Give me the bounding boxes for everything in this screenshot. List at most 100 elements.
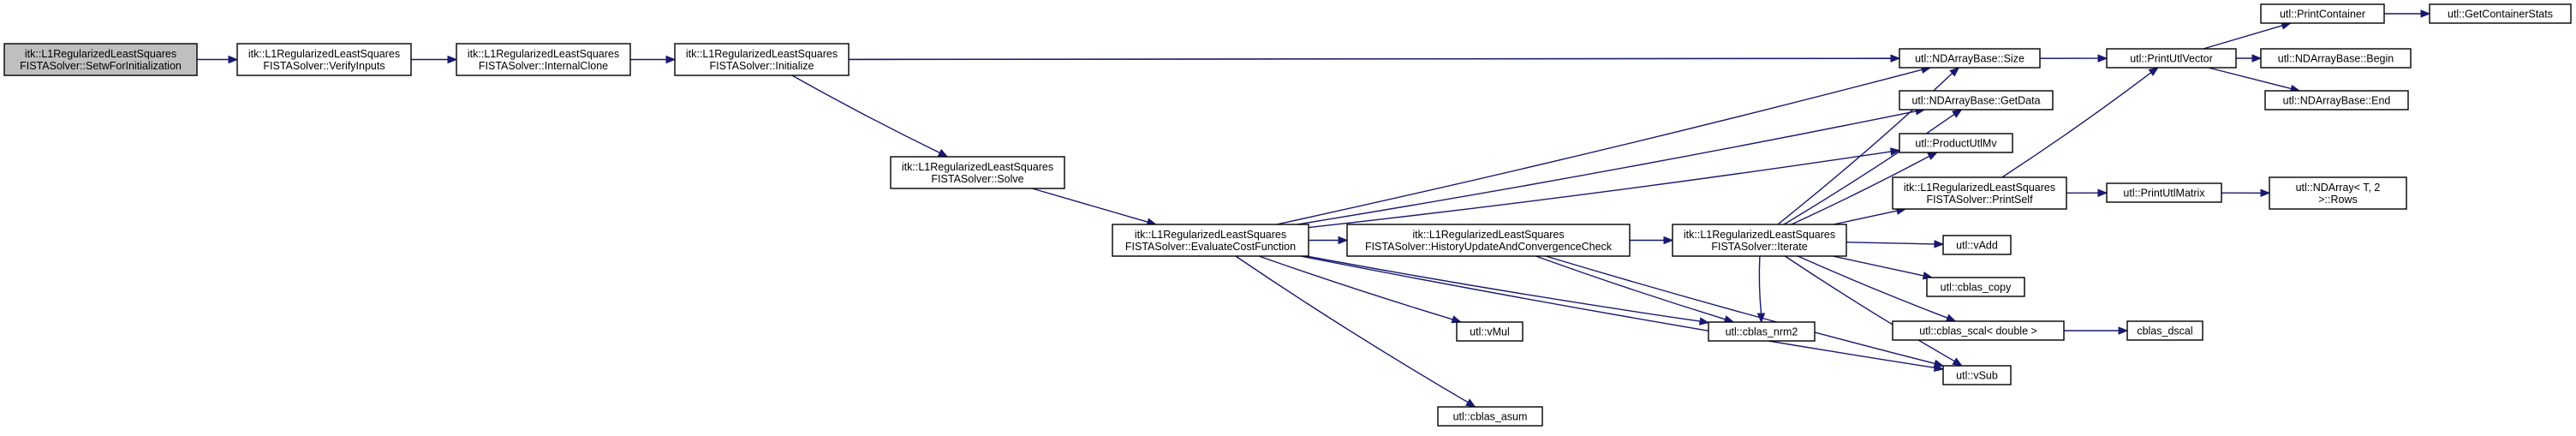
node-layer: itk::L1RegularizedLeastSquaresFISTASolve… bbox=[3, 3, 2572, 427]
edge-arrowhead bbox=[1927, 152, 1939, 160]
edge-line bbox=[2001, 72, 2152, 178]
node-printcontainer[interactable]: utl::PrintContainer bbox=[2260, 3, 2385, 24]
edge-printself-to-printvector bbox=[2001, 67, 2160, 178]
node-getdata[interactable]: utl::NDArrayBase::GetData bbox=[1899, 90, 2054, 110]
node-box bbox=[890, 156, 1065, 189]
node-solve[interactable]: itk::L1RegularizedLeastSquaresFISTASolve… bbox=[890, 156, 1065, 189]
node-copy[interactable]: utl::cblas_copy bbox=[1926, 277, 2025, 297]
node-evalcost[interactable]: itk::L1RegularizedLeastSquaresFISTASolve… bbox=[1112, 224, 1309, 257]
node-printself[interactable]: itk::L1RegularizedLeastSquaresFISTASolve… bbox=[1892, 176, 2067, 210]
node-label: itk::L1RegularizedLeastSquares bbox=[468, 48, 619, 60]
edge-arrowhead bbox=[228, 55, 239, 64]
edge-iterate-to-productmv bbox=[1791, 152, 1939, 225]
edge-evalcost-to-size bbox=[1276, 65, 1932, 225]
edge-line bbox=[1833, 255, 1924, 277]
node-label: utl::GetContainerStats bbox=[2448, 9, 2553, 21]
edge-arrowhead bbox=[937, 148, 949, 158]
node-clone[interactable]: itk::L1RegularizedLeastSquaresFISTASolve… bbox=[456, 43, 631, 76]
node-label: utl::NDArrayBase::Begin bbox=[2278, 53, 2394, 65]
edge-line bbox=[1276, 69, 1923, 225]
node-label: FISTASolver::HistoryUpdateAndConvergence… bbox=[1365, 241, 1613, 253]
node-rows[interactable]: utl::NDArray< T, 2 >::Rows bbox=[2269, 176, 2407, 210]
node-label: itk::L1RegularizedLeastSquares bbox=[686, 48, 838, 60]
edge-arrowhead bbox=[1952, 109, 1963, 118]
edge-arrowhead bbox=[1952, 357, 1963, 367]
node-label: itk::L1RegularizedLeastSquares bbox=[1904, 182, 2055, 194]
edge-history-to-iterate bbox=[1630, 236, 1674, 245]
edge-line bbox=[1300, 255, 1935, 368]
edge-line bbox=[1535, 255, 1726, 320]
node-end[interactable]: utl::NDArrayBase::End bbox=[2264, 90, 2409, 110]
edge-evalcost-to-history bbox=[1309, 236, 1349, 245]
node-printvector[interactable]: utl::PrintUtlVector bbox=[2106, 48, 2237, 69]
node-iterate[interactable]: itk::L1RegularizedLeastSquaresFISTASolve… bbox=[1672, 224, 1847, 257]
edge-line bbox=[2203, 25, 2283, 50]
edge-line bbox=[1758, 255, 1762, 314]
edge-arrowhead bbox=[1890, 54, 1901, 63]
node-size[interactable]: utl::NDArrayBase::Size bbox=[1899, 48, 2041, 69]
node-label: FISTASolver::SetwForInitialization bbox=[20, 60, 182, 72]
node-box bbox=[1708, 321, 1816, 342]
node-label: itk::L1RegularizedLeastSquares bbox=[248, 48, 400, 60]
node-scal[interactable]: utl::cblas_scal< double > bbox=[1892, 320, 2065, 341]
edge-printself-to-printmatrix bbox=[2066, 188, 2108, 197]
node-box bbox=[2264, 90, 2409, 110]
edge-history-to-nrm2 bbox=[1535, 255, 1735, 324]
node-label: FISTASolver::VerifyInputs bbox=[263, 60, 385, 72]
node-box bbox=[456, 43, 631, 76]
edge-line bbox=[1032, 188, 1148, 223]
edge-arrowhead bbox=[2097, 188, 2108, 197]
node-nrm2[interactable]: utl::cblas_nrm2 bbox=[1708, 321, 1816, 342]
edge-evalcost-to-getdata bbox=[1297, 107, 1926, 225]
node-verify[interactable]: itk::L1RegularizedLeastSquaresFISTASolve… bbox=[236, 43, 412, 76]
node-label: utl::ProductUtlMv bbox=[1915, 138, 1997, 150]
node-box bbox=[1672, 224, 1847, 257]
edge-arrowhead bbox=[2148, 67, 2160, 76]
node-setw[interactable]: itk::L1RegularizedLeastSquaresFISTASolve… bbox=[3, 43, 198, 76]
node-printmatrix[interactable]: utl::PrintUtlMatrix bbox=[2106, 182, 2222, 203]
node-label: utl::NDArrayBase::Size bbox=[1915, 53, 2024, 65]
edge-arrowhead bbox=[447, 55, 458, 64]
node-vadd[interactable]: utl::vAdd bbox=[1942, 235, 2012, 255]
edge-arrowhead bbox=[2260, 188, 2271, 198]
edge-line bbox=[1235, 255, 1469, 403]
node-dscal[interactable]: cblas_dscal bbox=[2126, 320, 2203, 341]
node-box bbox=[1437, 406, 1543, 427]
node-box bbox=[236, 43, 412, 76]
edge-solve-to-evalcost bbox=[1032, 188, 1158, 226]
edge-arrowhead bbox=[1945, 314, 1957, 322]
node-vsub[interactable]: utl::vSub bbox=[1942, 365, 2012, 385]
node-label: FISTASolver::Initialize bbox=[709, 60, 814, 72]
node-productmv[interactable]: utl::ProductUtlMv bbox=[1899, 133, 2013, 153]
node-history[interactable]: itk::L1RegularizedLeastSquaresFISTASolve… bbox=[1346, 224, 1631, 257]
edge-printvector-to-end bbox=[2208, 67, 2301, 93]
edge-scal-to-dscal bbox=[2064, 326, 2129, 335]
node-label: utl::cblas_asum bbox=[1453, 411, 1528, 423]
node-stats[interactable]: utl::GetContainerStats bbox=[2429, 3, 2572, 24]
node-begin[interactable]: utl::NDArrayBase::Begin bbox=[2260, 48, 2412, 69]
node-init[interactable]: itk::L1RegularizedLeastSquaresFISTASolve… bbox=[674, 43, 850, 76]
edge-arrowhead bbox=[2097, 54, 2108, 63]
edge-line bbox=[1545, 255, 1935, 365]
edge-layer bbox=[197, 9, 2431, 408]
node-label: FISTASolver::Iterate bbox=[1711, 241, 1807, 253]
edge-history-to-vsub bbox=[1545, 255, 1945, 367]
node-label: utl::vAdd bbox=[1956, 240, 1998, 252]
node-label: FISTASolver::Solve bbox=[931, 173, 1023, 185]
edge-arrowhead bbox=[1663, 236, 1674, 245]
node-label: utl::vSub bbox=[1956, 370, 1998, 382]
node-box bbox=[674, 43, 850, 76]
node-label: utl::NDArrayBase::GetData bbox=[1911, 95, 2040, 107]
node-label: utl::NDArrayBase::End bbox=[2283, 95, 2391, 107]
edge-arrowhead bbox=[1698, 317, 1710, 326]
node-box bbox=[1112, 224, 1309, 257]
node-box bbox=[1942, 235, 2012, 255]
node-vmul[interactable]: utl::vMul bbox=[1456, 321, 1524, 342]
edge-arrowhead bbox=[2420, 9, 2431, 18]
node-label: itk::L1RegularizedLeastSquares bbox=[25, 48, 176, 60]
node-asum[interactable]: utl::cblas_asum bbox=[1437, 406, 1543, 427]
edge-arrowhead bbox=[1933, 359, 1945, 367]
edge-arrowhead bbox=[2251, 54, 2263, 63]
node-box bbox=[3, 43, 198, 76]
edge-line bbox=[1308, 151, 1892, 229]
